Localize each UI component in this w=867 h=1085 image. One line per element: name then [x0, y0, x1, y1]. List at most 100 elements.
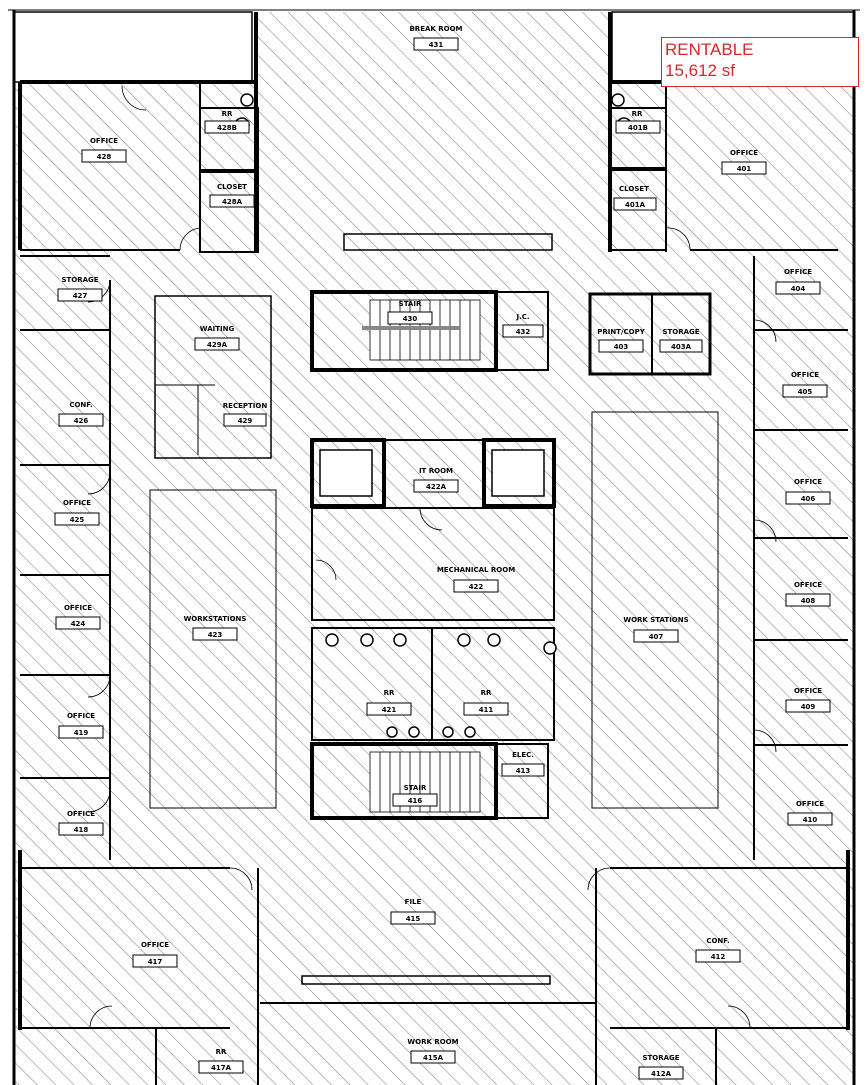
room-conf-426: CONF. 426	[58, 401, 104, 427]
room-number: 431	[429, 41, 444, 49]
room-name: OFFICE	[791, 371, 819, 379]
room-work-stations-407: WORK STATIONS 407	[623, 616, 689, 643]
room-number: 423	[208, 631, 223, 639]
room-office-419: OFFICE 419	[58, 712, 104, 739]
room-stair-430: STAIR 430	[387, 300, 433, 325]
room-number: 410	[803, 816, 818, 824]
room-name: OFFICE	[796, 800, 824, 808]
room-number: 401B	[628, 124, 648, 132]
room-name: OFFICE	[67, 810, 95, 818]
room-workstations-423: WORKSTATIONS 423	[184, 615, 246, 641]
room-it-room: IT ROOM 422A	[413, 467, 459, 493]
room-number: 409	[801, 703, 816, 711]
room-name: OFFICE	[63, 499, 91, 507]
room-office-418: OFFICE 418	[58, 810, 104, 836]
room-name: PRINT/COPY	[597, 328, 646, 336]
room-elec: ELEC. 413	[501, 751, 545, 777]
room-closet-401a: CLOSET 401A	[613, 185, 657, 211]
room-name: OFFICE	[794, 687, 822, 695]
room-office-404: OFFICE 404	[775, 268, 821, 295]
room-waiting: WAITING 429A	[194, 325, 240, 351]
room-name: STORAGE	[662, 328, 699, 336]
room-number: 432	[516, 328, 531, 336]
room-number: 429	[238, 417, 253, 425]
room-office-424: OFFICE 424	[55, 604, 101, 630]
room-rr-411: RR 411	[463, 689, 509, 716]
room-name: CLOSET	[619, 185, 649, 193]
room-number: 408	[801, 597, 816, 605]
room-name: STAIR	[404, 784, 427, 792]
room-storage-427: STORAGE 427	[57, 276, 103, 302]
room-name: ELEC.	[512, 751, 534, 759]
stair-treads	[362, 299, 481, 813]
room-name: OFFICE	[794, 478, 822, 486]
room-number: 430	[403, 315, 418, 323]
room-number: 427	[73, 292, 88, 300]
room-name: OFFICE	[794, 581, 822, 589]
room-print-copy: PRINT/COPY 403	[597, 328, 646, 353]
room-number: 426	[74, 417, 89, 425]
room-number: 424	[71, 620, 86, 628]
room-number: 406	[801, 495, 816, 503]
interior-walls	[20, 80, 848, 1085]
room-number: 411	[479, 706, 494, 714]
room-jc: J.C. 432	[502, 313, 544, 338]
room-name: BREAK ROOM	[409, 25, 462, 33]
room-office-417: OFFICE 417	[132, 941, 178, 968]
room-number: 416	[408, 797, 423, 805]
room-number: 415	[406, 915, 421, 923]
room-name: CONF.	[706, 937, 729, 945]
room-name: WORK ROOM	[407, 1038, 458, 1046]
room-name: OFFICE	[90, 137, 118, 145]
room-number: 412	[711, 953, 726, 961]
room-office-410: OFFICE 410	[787, 800, 833, 826]
rentable-area: 15,612 sf	[665, 61, 735, 80]
rentable-label: RENTABLE	[665, 40, 754, 59]
room-rr-428b: RR 428B	[204, 110, 250, 134]
room-name: STAIR	[399, 300, 422, 308]
room-number: 428B	[217, 124, 237, 132]
room-number: 404	[791, 285, 806, 293]
room-name: OFFICE	[730, 149, 758, 157]
room-name: STORAGE	[642, 1054, 679, 1062]
room-mechanical: MECHANICAL ROOM 422	[437, 566, 515, 593]
room-number: 428	[97, 153, 112, 161]
room-name: RR	[216, 1048, 227, 1056]
room-name: OFFICE	[64, 604, 92, 612]
room-number: 429A	[207, 341, 228, 349]
room-number: 419	[74, 729, 89, 737]
room-work-room: WORK ROOM 415A	[407, 1038, 459, 1064]
room-name: J.C.	[515, 313, 529, 321]
room-conf-412: CONF. 412	[695, 937, 741, 963]
room-number: 413	[516, 767, 531, 775]
door-swings	[87, 85, 777, 1029]
room-name: CONF.	[69, 401, 92, 409]
room-number: 412A	[651, 1070, 672, 1078]
room-rr-401b: RR 401B	[615, 110, 661, 134]
room-break-room: BREAK ROOM 431	[409, 25, 463, 51]
room-number: 421	[382, 706, 397, 714]
room-rr-421: RR 421	[366, 689, 412, 716]
room-office-401: OFFICE 401	[721, 149, 767, 175]
room-office-425: OFFICE 425	[54, 499, 100, 526]
room-number: 407	[649, 633, 664, 641]
room-name: RECEPTION	[223, 402, 268, 410]
room-number: 417A	[211, 1064, 232, 1072]
room-storage-403a: STORAGE 403A	[659, 328, 703, 353]
room-storage-412a: STORAGE 412A	[638, 1054, 684, 1080]
room-number: 401A	[625, 201, 646, 209]
room-office-409: OFFICE 409	[785, 687, 831, 713]
room-number: 422A	[426, 483, 447, 491]
room-number: 405	[798, 388, 813, 396]
room-name: RR	[222, 110, 233, 118]
room-file: FILE 415	[390, 898, 436, 925]
toilet-fixtures	[234, 93, 632, 738]
room-number: 425	[70, 516, 85, 524]
room-office-405: OFFICE 405	[782, 371, 828, 398]
room-office-408: OFFICE 408	[785, 581, 831, 607]
room-number: 428A	[222, 198, 243, 206]
room-name: OFFICE	[141, 941, 169, 949]
room-reception: RECEPTION 429	[223, 402, 268, 427]
room-number: 403	[614, 343, 629, 351]
